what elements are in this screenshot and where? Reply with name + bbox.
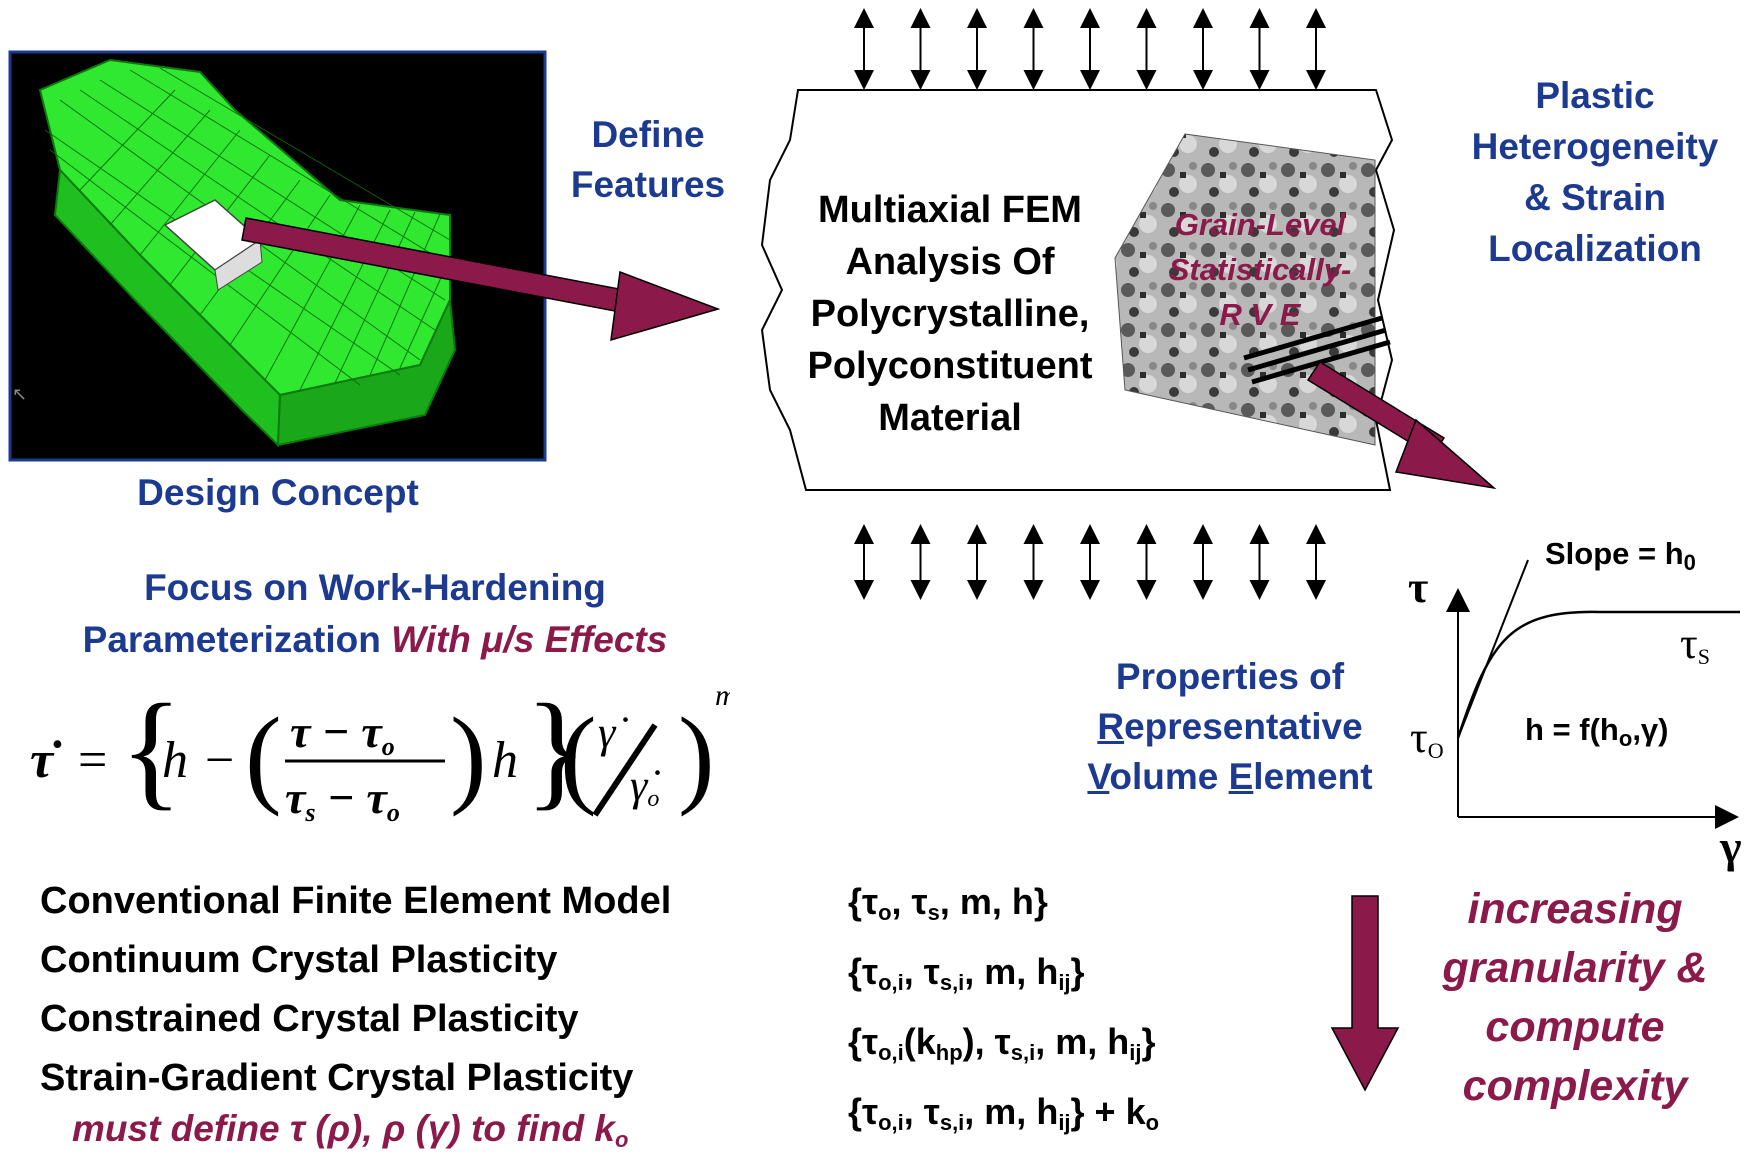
param-row: {τo,i(khp), τs,i, m, hij} (848, 1021, 1156, 1065)
equation-svg: τ̇ = { h − ( τ − τo τs − τo ) h } ( γ̇ γ… (30, 685, 730, 827)
fem-line: Analysis Of (845, 241, 1055, 283)
slope-label: Slope = h0 (1545, 536, 1696, 576)
rve-props-line: Volume Element (1087, 756, 1373, 797)
eq-lhs: τ̇ (30, 732, 62, 789)
slope-label-text: Slope = h (1545, 536, 1684, 571)
focus-label: Focus on Work-Hardening Parameterization… (30, 562, 720, 666)
granularity-line: compute (1485, 1003, 1665, 1051)
fem-box-text: Multiaxial FEM Analysis Of Polycrystalli… (780, 184, 1120, 444)
rve-overlay-line: R V E (1219, 297, 1301, 332)
rve-props-rest: epresentative (1124, 706, 1363, 747)
granularity-line: increasing (1467, 885, 1683, 933)
eq-exponent: m (715, 685, 730, 712)
plastic-heterogeneity-label: Plastic Heterogeneity & Strain Localizat… (1440, 70, 1750, 274)
model-row-name: Constrained Crystal Plasticity (40, 998, 579, 1040)
param-row: {τo,i, τs,i, m, hij} (848, 951, 1085, 995)
rve-props-line: Representative (1040, 702, 1420, 752)
curve-y-axis-label: τ (1408, 563, 1429, 612)
granularity-line: granularity & (1442, 944, 1708, 992)
h-label-sub: o (1618, 726, 1633, 751)
hardening-equation: τ̇ = { h − ( τ − τo τs − τo ) h } ( γ̇ γ… (30, 685, 730, 835)
slope-label-sub: 0 (1683, 550, 1696, 575)
focus-line-2-text: Parameterization (82, 619, 381, 660)
param-row: {τo,i, τs,i, m, hij} + ko (848, 1091, 1160, 1135)
tau-o-sub: O (1427, 738, 1444, 763)
focus-line-2-emph: With μ/s Effects (391, 619, 668, 660)
plastic-line: & Strain (1524, 177, 1666, 218)
eq-brace-open: { (120, 685, 182, 822)
rve-props-line: Properties of (1115, 656, 1345, 697)
granularity-arrow (1330, 895, 1400, 1092)
curve-x-axis-label: γ (1720, 821, 1742, 872)
tau-s-label: τS (1680, 618, 1710, 670)
fem-line: Multiaxial FEM (818, 189, 1082, 231)
eq-minus: − (205, 732, 234, 789)
work-hardening-curve (1446, 559, 1740, 829)
eq-brace-close: } (525, 685, 587, 822)
eq-gamma-dot-o: γ̇o (630, 761, 660, 812)
tau-s-sub: S (1697, 644, 1710, 669)
eq-equals: = (78, 732, 107, 789)
model-row-name: Strain-Gradient Crystal Plasticity (40, 1057, 634, 1099)
fem-line: Material (878, 397, 1022, 439)
model-row-name: Continuum Crystal Plasticity (40, 939, 558, 981)
eq-num: τ − τo (290, 706, 395, 761)
eq-paren-open: ( (245, 695, 282, 817)
eq-paren-close: ) (450, 695, 487, 817)
plastic-line: Plastic (1535, 75, 1655, 116)
eq-paren2-open: ( (560, 695, 597, 817)
h-function-label: h = f(ho,γ) (1525, 712, 1669, 752)
fem-line: Polyconstituent (807, 345, 1093, 387)
rve-micrograph (1114, 133, 1391, 446)
tau-o-label: τO (1410, 712, 1444, 764)
eq-den: τs − τo (285, 772, 400, 827)
footnote-text: must define τ (ρ), ρ (γ) to find k (72, 1108, 615, 1149)
plastic-line: Localization (1488, 228, 1702, 269)
define-features-line: Define (591, 114, 705, 155)
eq-paren2-close: ) (678, 695, 715, 817)
rve-props-initial-r: R (1097, 706, 1125, 747)
model-list: Conventional Finite Element Model Contin… (40, 872, 800, 1108)
svg-text:↖: ↖ (12, 384, 27, 405)
plastic-line: Heterogeneity (1471, 126, 1719, 167)
h-label-a: h = f(h (1525, 712, 1619, 747)
tau-o-symbol: τ (1410, 713, 1428, 762)
tau-s-symbol: τ (1680, 619, 1698, 668)
model-row-name: Conventional Finite Element Model (40, 880, 672, 922)
param-row: {τo, τs, m, h} (848, 881, 1048, 925)
granularity-label: increasing granularity & compute complex… (1400, 880, 1750, 1116)
granularity-line: complexity (1462, 1062, 1688, 1110)
eq-gamma-dot: γ̇ (598, 708, 628, 757)
focus-line-2: Parameterization With μ/s Effects (30, 614, 720, 666)
parameter-list: {τo, τs, m, h} {τo,i, τs,i, m, hij} {τo,… (848, 872, 1268, 1152)
footnote-sub: o (614, 1127, 629, 1152)
rve-overlay-line: Grain-Level (1174, 207, 1346, 242)
rve-properties-label: Properties of Representative Volume Elem… (1040, 652, 1420, 802)
eq-h2: h (492, 732, 518, 789)
h-label-b: ,γ) (1632, 712, 1669, 747)
focus-line-1: Focus on Work-Hardening (144, 567, 606, 608)
define-features-line: Features (570, 164, 726, 205)
eq-h1: h (162, 732, 188, 789)
footnote: must define τ (ρ), ρ (γ) to find ko (72, 1108, 628, 1153)
design-concept-label: Design Concept (137, 472, 419, 513)
fem-line: Polycrystalline, (810, 293, 1090, 335)
rve-overlay-text: Grain-Level Statistically- R V E (1140, 202, 1380, 337)
rve-overlay-line: Statistically- (1168, 252, 1352, 287)
define-features-label: Define Features (548, 110, 748, 210)
